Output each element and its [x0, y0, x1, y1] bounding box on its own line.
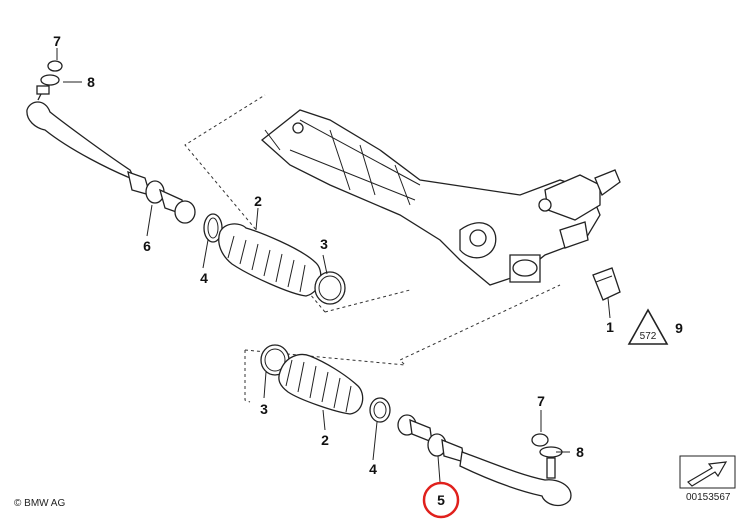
upper-band-clamp — [314, 271, 346, 305]
leader-lines — [56, 48, 611, 483]
upper-bellows — [218, 223, 322, 297]
callout-7-left: 7 — [53, 33, 61, 49]
lower-bellows — [278, 353, 364, 415]
steering-rack-assembly — [260, 109, 621, 286]
upper-clamp — [203, 213, 223, 243]
callout-1: 1 — [606, 319, 614, 335]
callout-5: 5 — [437, 492, 445, 508]
callout-3-lower: 3 — [260, 401, 268, 417]
callout-8-left: 8 — [87, 74, 95, 90]
callout-4-upper: 4 — [200, 270, 208, 286]
callout-2-upper: 2 — [254, 193, 262, 209]
right-tie-rod — [397, 414, 572, 507]
warning-symbol-text: 572 — [640, 331, 657, 342]
callout-7-right: 7 — [537, 393, 545, 409]
callouts: 7 8 6 4 2 3 1 9 3 2 4 7 8 5 — [53, 33, 683, 508]
diagram-number: 00153567 — [686, 492, 731, 503]
lower-clamp — [369, 397, 391, 423]
warning-triangle-icon: 572 — [627, 308, 669, 345]
copyright-text: © BMW AG — [14, 498, 65, 509]
callout-6: 6 — [143, 238, 151, 254]
callout-3-upper: 3 — [320, 236, 328, 252]
part-1-clip — [592, 267, 621, 301]
callout-9: 9 — [675, 320, 683, 336]
left-tie-rod — [26, 60, 196, 224]
direction-arrow-icon — [679, 455, 736, 489]
callout-2-lower: 2 — [321, 432, 329, 448]
callout-8-right: 8 — [576, 444, 584, 460]
callout-4-lower: 4 — [369, 461, 377, 477]
highlight-circle — [422, 481, 460, 519]
